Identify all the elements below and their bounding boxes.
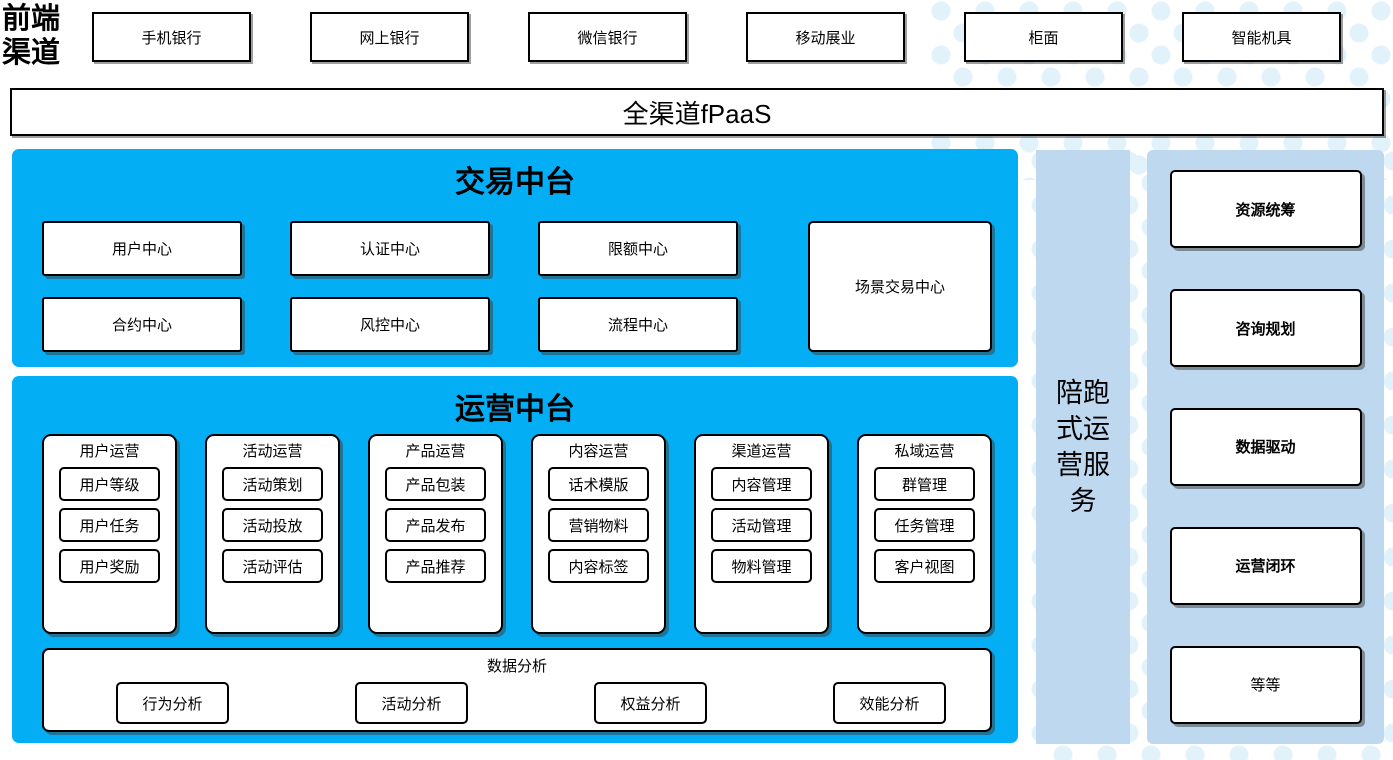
ops-item-content-tag[interactable]: 内容标签 [548, 549, 649, 583]
ops-item-activity-delivery[interactable]: 活动投放 [222, 508, 323, 542]
ops-item-product-release[interactable]: 产品发布 [385, 508, 486, 542]
front-channel-row: 手机银行 网上银行 微信银行 移动展业 柜面 智能机具 [92, 12, 1386, 68]
data-analysis-items-row: 行为分析 活动分析 权益分析 效能分析 [116, 682, 946, 724]
ops-platform-panel: 运营中台 用户运营 用户等级 用户任务 用户奖励 活动运营 活动策划 活动投放 … [12, 376, 1018, 743]
front-channel-label-line1: 前端 [2, 3, 61, 35]
data-analysis-item-behavior[interactable]: 行为分析 [116, 682, 229, 724]
ops-item-user-level[interactable]: 用户等级 [59, 467, 160, 501]
trade-box-scene-transaction-center[interactable]: 场景交易中心 [808, 221, 992, 352]
ops-item-customer-view[interactable]: 客户视图 [874, 549, 975, 583]
trade-box-risk-center[interactable]: 风控中心 [290, 297, 490, 352]
ops-item-user-task[interactable]: 用户任务 [59, 508, 160, 542]
channel-box-mobile-business[interactable]: 移动展业 [746, 12, 905, 62]
service-card-data-driven[interactable]: 数据驱动 [1169, 407, 1362, 486]
ops-group-activity: 活动运营 活动策划 活动投放 活动评估 [205, 434, 340, 634]
ops-item-content-management[interactable]: 内容管理 [711, 467, 812, 501]
channel-box-wechat-bank[interactable]: 微信银行 [528, 12, 687, 62]
ops-item-script-template[interactable]: 话术模版 [548, 467, 649, 501]
ops-group-title-activity: 活动运营 [242, 443, 303, 460]
front-channel-label: 前端 渠道 [2, 2, 88, 72]
trade-platform-grid: 用户中心 认证中心 限额中心 合约中心 风控中心 流程中心 场景交易中心 [42, 221, 992, 352]
channel-box-online-bank[interactable]: 网上银行 [310, 12, 469, 62]
trade-box-auth-center[interactable]: 认证中心 [290, 221, 490, 276]
ops-item-activity-evaluation[interactable]: 活动评估 [222, 549, 323, 583]
channel-box-mobile-bank[interactable]: 手机银行 [92, 12, 251, 62]
trade-box-limit-center[interactable]: 限额中心 [538, 221, 738, 276]
ops-group-content: 内容运营 话术模版 营销物料 内容标签 [531, 434, 666, 634]
channel-box-counter[interactable]: 柜面 [964, 12, 1123, 62]
ops-group-private-domain: 私域运营 群管理 任务管理 客户视图 [857, 434, 992, 634]
ops-platform-title: 运营中台 [455, 393, 575, 426]
ops-item-activity-planning[interactable]: 活动策划 [222, 467, 323, 501]
ops-group-title-private-domain: 私域运营 [894, 443, 955, 460]
ops-groups-row: 用户运营 用户等级 用户任务 用户奖励 活动运营 活动策划 活动投放 活动评估 … [42, 434, 992, 634]
ops-group-user: 用户运营 用户等级 用户任务 用户奖励 [42, 434, 177, 634]
service-card-etc[interactable]: 等等 [1169, 645, 1362, 724]
service-card-resource-coordination[interactable]: 资源统筹 [1169, 170, 1362, 249]
trade-platform-title: 交易中台 [455, 166, 575, 199]
ops-item-user-reward[interactable]: 用户奖励 [59, 549, 160, 583]
ops-item-product-recommend[interactable]: 产品推荐 [385, 549, 486, 583]
channel-box-smart-machine[interactable]: 智能机具 [1182, 12, 1341, 62]
data-analysis-item-equity[interactable]: 权益分析 [594, 682, 707, 724]
trade-box-process-center[interactable]: 流程中心 [538, 297, 738, 352]
ops-item-material-management[interactable]: 物料管理 [711, 549, 812, 583]
trade-box-user-center[interactable]: 用户中心 [42, 221, 242, 276]
service-label-text: 陪跑式运营服务 [1056, 378, 1110, 516]
ops-group-channel: 渠道运营 内容管理 活动管理 物料管理 [694, 434, 829, 634]
ops-group-product: 产品运营 产品包装 产品发布 产品推荐 [368, 434, 503, 634]
ops-item-marketing-material[interactable]: 营销物料 [548, 508, 649, 542]
ops-group-title-user: 用户运营 [79, 443, 140, 460]
ops-group-title-content: 内容运营 [568, 443, 629, 460]
ops-group-title-channel: 渠道运营 [731, 443, 792, 460]
data-analysis-title: 数据分析 [486, 658, 547, 675]
data-analysis-item-efficiency[interactable]: 效能分析 [833, 682, 946, 724]
ops-item-group-management[interactable]: 群管理 [874, 467, 975, 501]
ops-group-title-product: 产品运营 [405, 443, 466, 460]
ops-item-product-packaging[interactable]: 产品包装 [385, 467, 486, 501]
fpaas-bar[interactable]: 全渠道fPaaS [10, 88, 1384, 136]
data-analysis-item-activity[interactable]: 活动分析 [355, 682, 468, 724]
trade-box-contract-center[interactable]: 合约中心 [42, 297, 242, 352]
service-card-consulting-planning[interactable]: 咨询规划 [1169, 289, 1362, 368]
service-card-ops-closed-loop[interactable]: 运营闭环 [1169, 526, 1362, 605]
front-channel-label-line2: 渠道 [2, 37, 61, 69]
ops-item-activity-management[interactable]: 活动管理 [711, 508, 812, 542]
service-cards-column: 资源统筹 咨询规划 数据驱动 运营闭环 等等 [1147, 150, 1384, 744]
trade-platform-panel: 交易中台 用户中心 认证中心 限额中心 合约中心 风控中心 流程中心 场景交易中… [12, 149, 1018, 367]
data-analysis-panel: 数据分析 行为分析 活动分析 权益分析 效能分析 [42, 648, 992, 732]
ops-item-task-management[interactable]: 任务管理 [874, 508, 975, 542]
service-label-column: 陪跑式运营服务 [1036, 150, 1130, 744]
